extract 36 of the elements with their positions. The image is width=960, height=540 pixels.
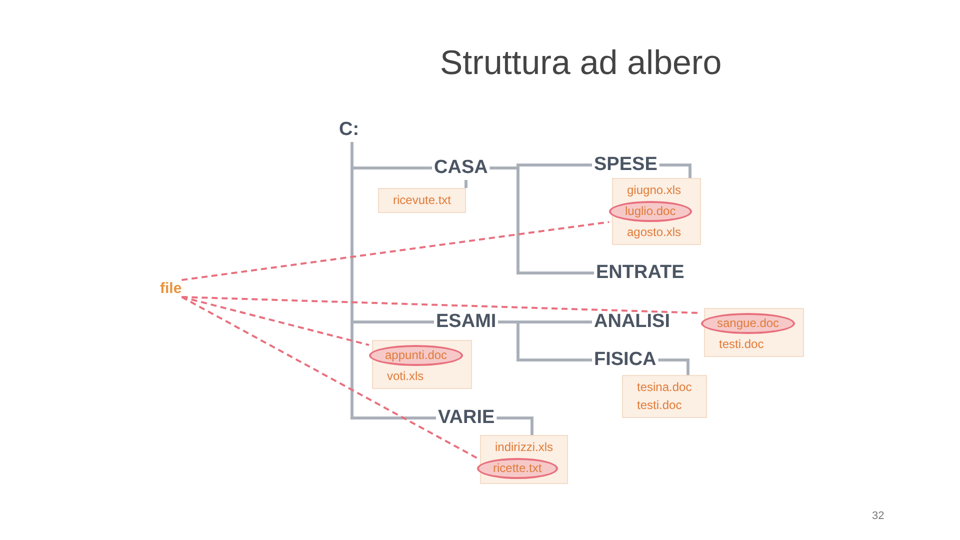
file-list-box (372, 340, 472, 389)
folder-label: SPESE (592, 153, 660, 177)
file-name: agosto.xls (626, 225, 682, 240)
tree-branch-line (496, 416, 534, 435)
folder-label: ANALISI (592, 310, 672, 334)
file-name: tesina.doc (636, 380, 693, 395)
tree-branch-line (350, 142, 436, 420)
highlighted-file-name: sangue.doc (701, 313, 796, 334)
highlighted-file-name: luglio.doc (609, 201, 692, 222)
folder-label: ESAMI (434, 310, 498, 334)
file-name: indirizzi.xls (494, 440, 554, 455)
tree-branch-line (658, 358, 690, 375)
file-name: ricevute.txt (392, 193, 452, 208)
folder-label: C: (337, 118, 362, 142)
file-list-box (378, 188, 466, 213)
file-name: voti.xls (386, 369, 425, 384)
highlighted-file-name: appunti.doc (369, 345, 464, 366)
page-number: 32 (872, 510, 884, 522)
folder-label: FISICA (592, 348, 658, 372)
folder-label: VARIE (436, 406, 497, 430)
file-name: testi.doc (636, 398, 683, 413)
tree-branch-line (464, 180, 468, 188)
folder-label: CASA (432, 156, 490, 180)
file-list-box (704, 308, 804, 357)
file-name: giugno.xls (626, 183, 682, 198)
tree-branch-line (659, 164, 692, 178)
file-list-box (622, 375, 707, 418)
title: Struttura ad albero (440, 44, 722, 83)
tree-branch-line (490, 166, 594, 274)
file-list-box (612, 178, 701, 245)
file-name: testi.doc (718, 337, 765, 352)
folder-label: ENTRATE (594, 261, 686, 285)
tree-branch-line (498, 320, 592, 362)
file-label: file (160, 280, 182, 297)
highlighted-file-name: ricette.txt (477, 458, 558, 479)
file-list-box (480, 435, 568, 484)
